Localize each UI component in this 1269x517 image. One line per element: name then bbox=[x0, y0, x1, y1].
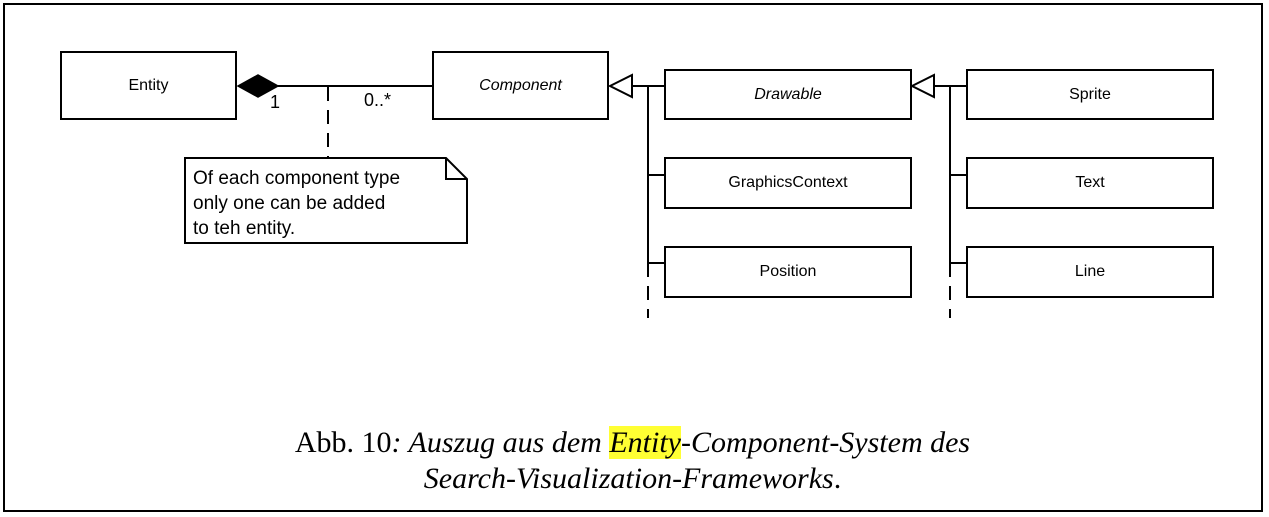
caption-label: Abb. 10 bbox=[294, 426, 392, 459]
composition-diamond bbox=[236, 74, 280, 98]
caption-line-2-text: Search-Visualization-Frameworks bbox=[423, 462, 834, 495]
drawable-generalization-arrow bbox=[909, 73, 935, 99]
figure-caption: Abb. 10: Auszug aus dem Entity-Component… bbox=[0, 425, 1265, 497]
class-drawable-label: Drawable bbox=[754, 85, 822, 103]
multiplicity-entity: 1 bbox=[270, 92, 281, 112]
class-sprite: Sprite bbox=[966, 69, 1214, 120]
component-generalization-arrow bbox=[607, 73, 633, 99]
caption-period: . bbox=[833, 462, 842, 495]
class-text: Text bbox=[966, 157, 1214, 209]
class-line-label: Line bbox=[1074, 263, 1106, 280]
class-text-label: Text bbox=[1075, 174, 1105, 191]
caption-line-1: Abb. 10: Auszug aus dem Entity-Component… bbox=[0, 425, 1265, 461]
note-text: Of each component type only one can be a… bbox=[193, 166, 400, 241]
caption-highlight: Entity bbox=[609, 426, 681, 459]
note-shape bbox=[184, 157, 468, 244]
caption-line-2: Search-Visualization-Frameworks. bbox=[0, 461, 1265, 497]
note-line-1: Of each component type bbox=[193, 168, 401, 189]
multiplicity-component: 0..* bbox=[364, 90, 392, 110]
note-line-2: only one can be added bbox=[193, 193, 386, 214]
note-fold bbox=[445, 158, 467, 180]
class-position-label: Position bbox=[759, 263, 817, 280]
class-position: Position bbox=[664, 246, 912, 298]
class-line: Line bbox=[966, 246, 1214, 298]
class-drawable: Drawable bbox=[664, 69, 912, 120]
caption-text-before: Auszug aus dem bbox=[401, 426, 610, 459]
class-graphicscontext-label: GraphicsContext bbox=[728, 174, 848, 191]
caption-colon: : bbox=[391, 426, 402, 459]
class-component-label: Component bbox=[479, 76, 562, 94]
class-entity: Entity bbox=[60, 51, 237, 120]
class-entity-label: Entity bbox=[128, 76, 169, 94]
class-graphicscontext: GraphicsContext bbox=[664, 157, 912, 209]
note-line-3: to teh entity. bbox=[193, 218, 296, 239]
caption-text-after: -Component-System des bbox=[681, 426, 971, 459]
class-sprite-label: Sprite bbox=[1069, 85, 1111, 103]
class-component: Component bbox=[432, 51, 609, 120]
